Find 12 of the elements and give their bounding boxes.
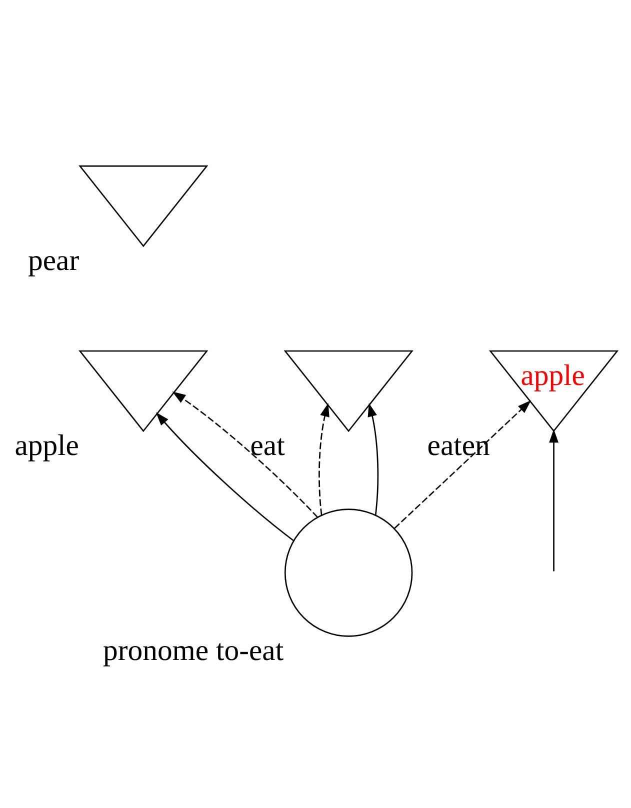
node-label: eaten	[427, 430, 490, 462]
node-label: pronome to-eat	[103, 634, 284, 667]
node-label: eat	[250, 430, 285, 462]
arrow	[549, 429, 558, 572]
arrow	[156, 412, 294, 542]
arrow	[368, 403, 379, 516]
arrow	[172, 392, 318, 518]
node-label: pear	[28, 244, 80, 277]
arrow	[318, 403, 330, 516]
node-circle	[284, 508, 413, 637]
arrow	[394, 400, 532, 529]
node-label: apple	[14, 430, 79, 462]
